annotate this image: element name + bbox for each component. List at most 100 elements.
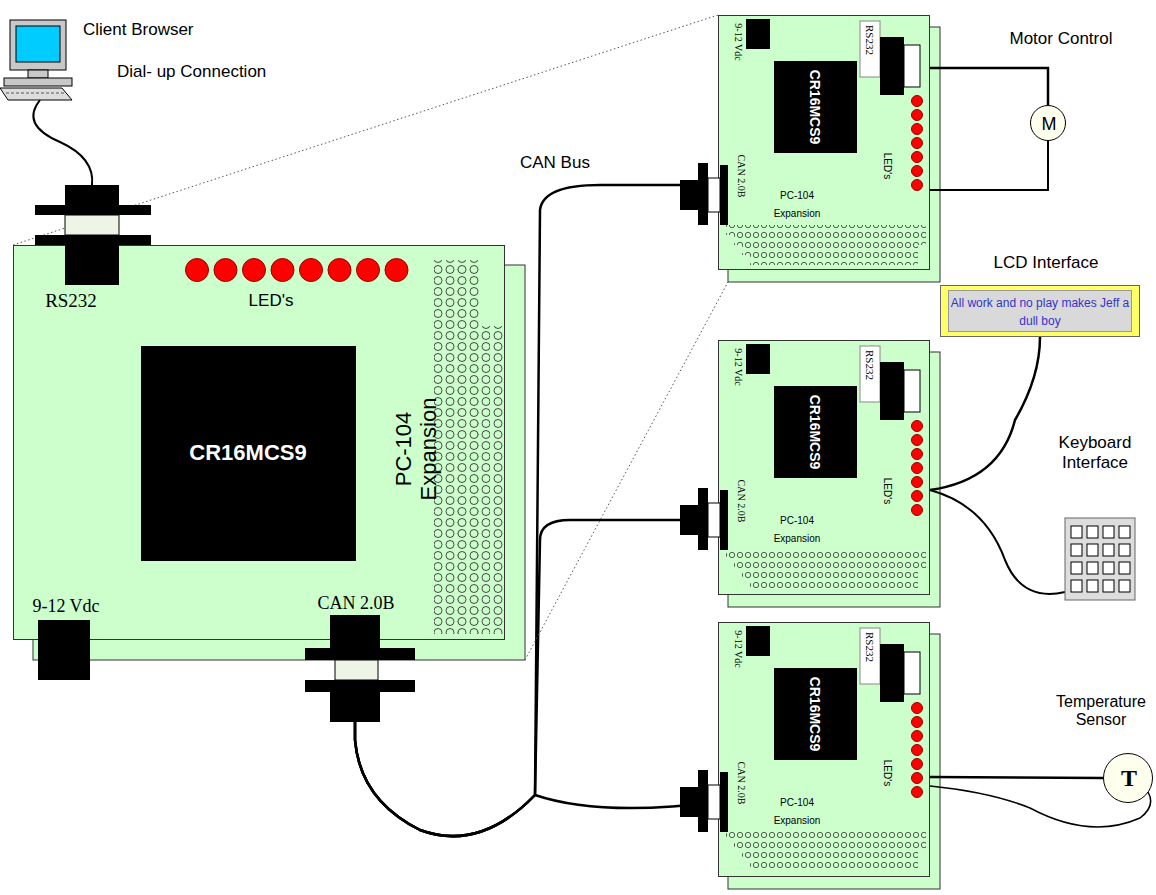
part-label-holder: CAN 2.0B [734,762,752,805]
part-label: RS232 [864,632,876,662]
can-connector [708,503,720,537]
bus-wire [930,68,1048,105]
text-label-holder: Client Browser [83,20,194,40]
chip-label: CR16MCS9 [807,70,823,145]
part-label-holder: CAN 2.0B [734,155,752,198]
part-label-holder: PC-104 Expansion [762,792,832,828]
keyboard-icon [930,490,1135,600]
part-label-holder: RS232 [862,25,880,55]
can-connector [708,785,720,819]
part-label-holder: LED's [249,291,294,311]
motor-wire [930,141,1048,190]
small-board-parts [680,19,926,872]
part-label-holder: CAN 2.0B [734,480,752,523]
led [385,259,408,282]
can-connector [720,772,728,832]
led [214,259,237,282]
computer-icon [0,88,72,100]
zoom-lines [13,15,718,245]
led [912,421,923,432]
part-label: CAN 2.0B [736,155,747,198]
can-connector [305,615,415,722]
led [912,477,923,488]
main-board: RS232 LED'sPC-104 Expansion 9-12 Vdc CAN 2.… [13,245,505,640]
led [328,259,351,282]
can-connector [330,692,380,722]
part-label-holder: LED's [880,760,898,786]
keypad-key [1103,562,1114,574]
can-connector [698,770,708,832]
part-label-holder: CAN 2.0B [317,593,394,614]
part-label: PC-104 Expansion [391,398,441,501]
keypad-key [1119,562,1130,574]
part-label: 9-12 Vdc [733,23,744,60]
led [912,717,923,728]
part-label: Temperature Sensor [1056,693,1146,728]
rs232-connector [35,185,151,285]
expansion-header [492,326,504,634]
led [357,259,380,282]
part-label: CAN 2.0B [736,480,747,523]
part-label-holder: 9-12 Vdc [731,348,749,385]
rs232-connector [65,185,119,205]
keypad-key [1087,544,1098,556]
led [912,449,923,460]
rs232-connector [904,370,920,412]
part-label-holder: PC-104 Expansion [762,185,832,221]
rs232-connector [904,652,920,694]
expansion-header [434,260,458,634]
led [912,138,923,149]
expansion-header [750,580,918,590]
part-label-holder: LED's [880,478,898,504]
part-label: PC-104 Expansion [774,515,821,544]
bus-wire [355,640,718,836]
led [912,773,923,784]
part-label: LED's [249,291,294,310]
keypad-key [1103,580,1114,592]
can-connector [330,615,380,648]
keypad-key [1119,544,1130,556]
part-label: LED's [882,760,893,786]
part-label-holder: LED's [880,153,898,179]
expansion-header [742,852,918,862]
keypad-key [1087,526,1098,538]
part-label: LED's [882,478,893,504]
led [912,787,923,798]
led-row [186,259,409,282]
can-connector [680,787,698,817]
led [912,124,923,135]
part-label-holder: 9-12 Vdc [32,596,99,617]
power-jack [746,344,770,374]
part-label: LED's [882,153,893,179]
sensor-wire [930,786,1151,827]
part-label-holder: RS232 [862,350,880,380]
led [243,259,266,282]
led [912,731,923,742]
part-label-holder: LCD Interface [994,253,1099,273]
computer-icon [6,93,66,94]
part-label: RS232 [864,25,876,55]
bus-wire [930,777,1103,778]
rs232-frame [860,346,880,402]
rs232-connector [35,205,151,215]
rs232-connector [65,215,119,235]
keyboard-icon [1065,518,1135,600]
part-label-holder: M [1042,114,1057,135]
keypad-key [1071,526,1082,538]
chip-label-holder: CR16MCS9 [806,70,824,145]
motor-symbol: Motor ControlM [1030,105,1066,141]
led [912,166,923,177]
rs232-connector [880,362,904,420]
rs232-connector [904,45,920,87]
rs232-connector [35,235,151,245]
can-connector [335,660,378,680]
part-label: T [1121,765,1137,791]
can-connector [708,178,720,212]
led [912,703,923,714]
led [300,259,323,282]
part-label: RS232 [45,290,97,311]
chip-label-holder: CR16MCS9 [806,677,824,752]
led [912,745,923,756]
can-connector [720,165,728,225]
